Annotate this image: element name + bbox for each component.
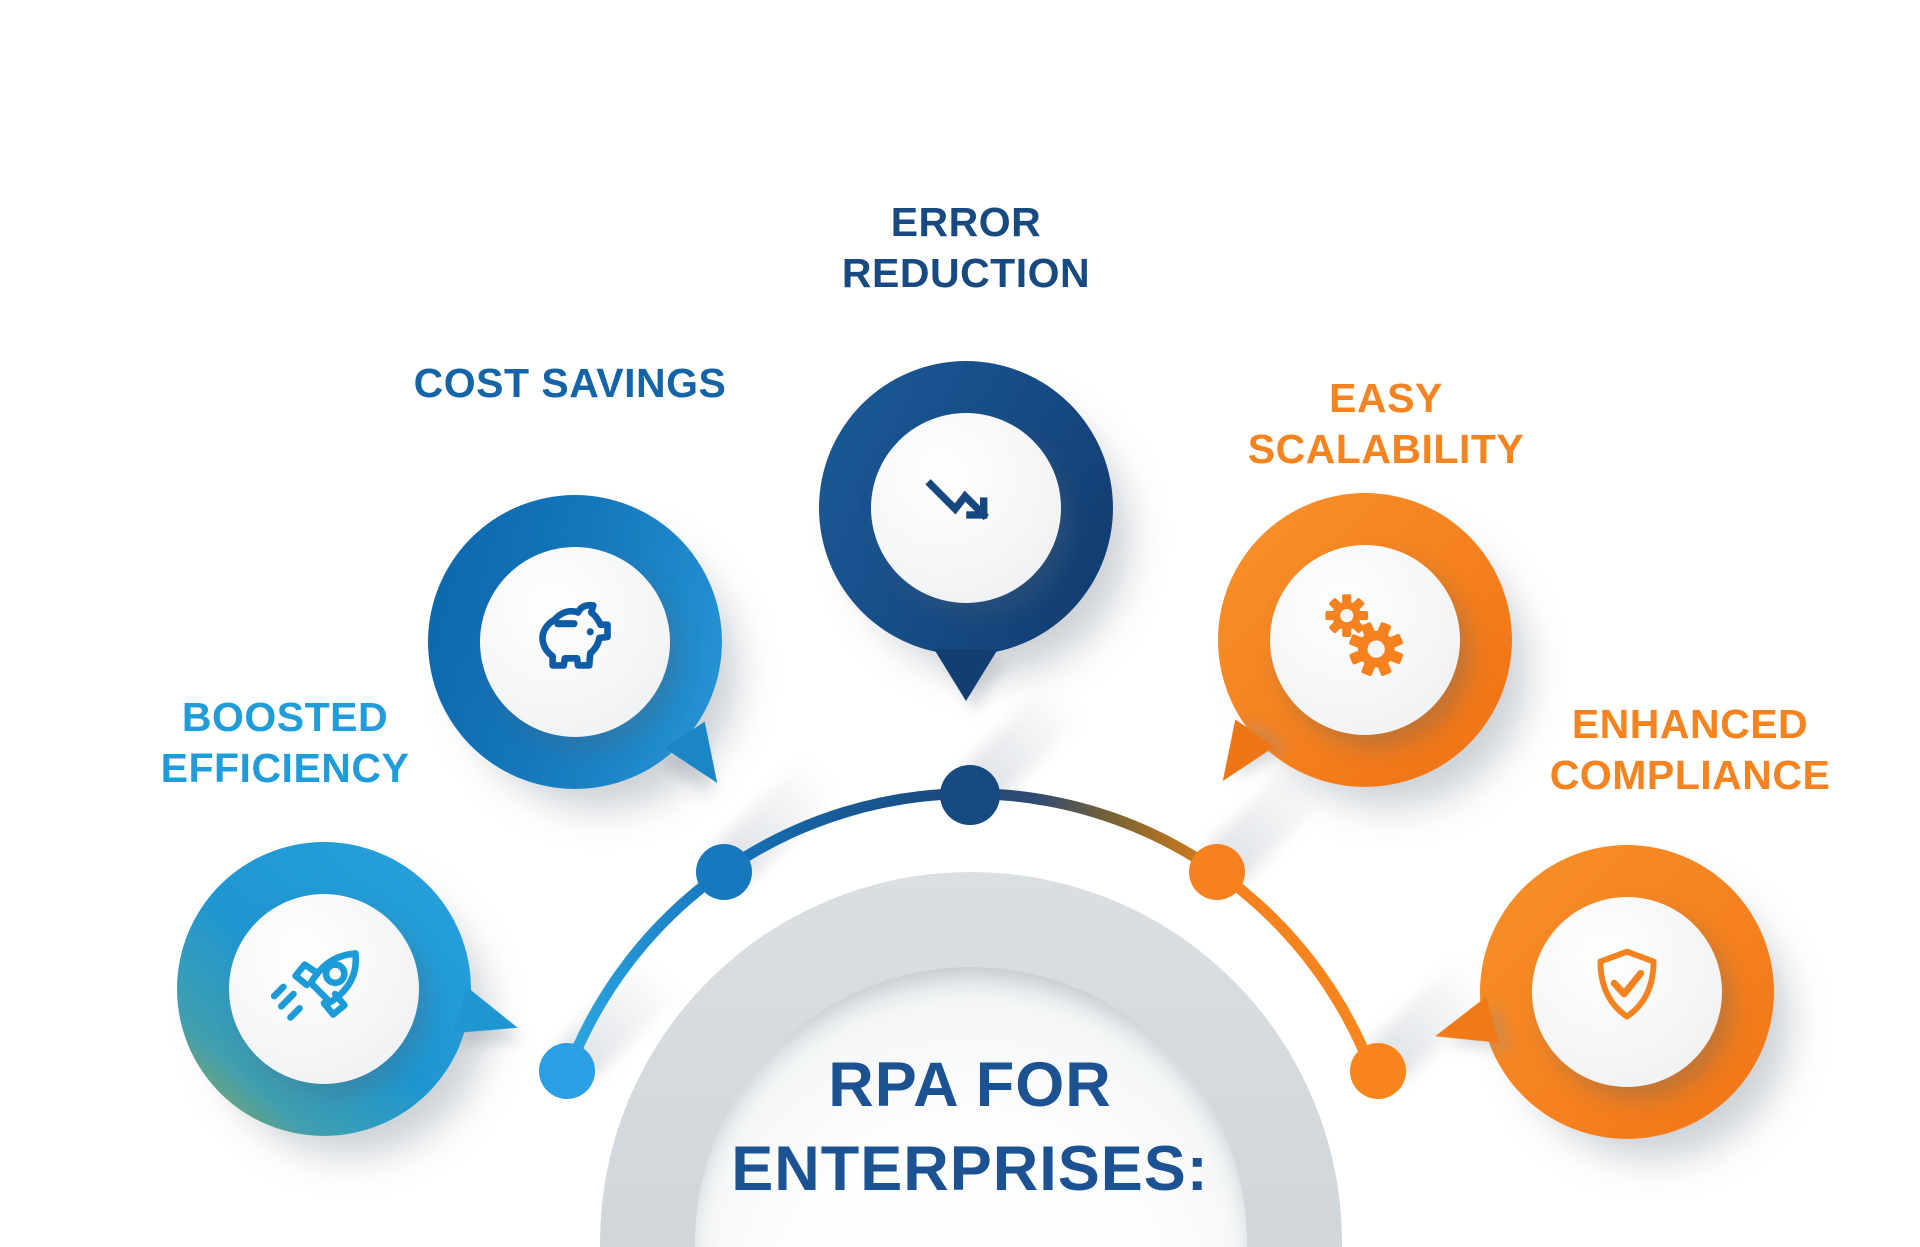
arc-dot-2 (696, 844, 752, 900)
bubble-inner-circle (871, 413, 1061, 603)
rocket-icon (270, 950, 360, 1021)
trend-down-arrow-icon (925, 479, 989, 521)
page-title: RPA FOR ENTERPRISES: (731, 1050, 1209, 1204)
bubble-enhanced-compliance (1428, 845, 1774, 1139)
bubble-inner-circle (1532, 897, 1722, 1087)
arc-dot-5 (1350, 1043, 1406, 1099)
arc-dot-4 (1189, 844, 1245, 900)
label-error-reduction: ERROR REDUCTION (841, 199, 1091, 296)
label-easy-scalability: EASY SCALABILITY (1247, 375, 1525, 472)
label-cost-savings: COST SAVINGS (413, 360, 727, 406)
bubble-error-reduction (819, 361, 1113, 701)
label-boosted-efficiency: BOOSTED EFFICIENCY (160, 694, 410, 791)
bubble-inner-circle (480, 547, 670, 737)
label-enhanced-compliance: ENHANCED COMPLIANCE (1549, 701, 1831, 798)
bubble-boosted-efficiency (177, 842, 525, 1136)
gears-icon (1325, 594, 1404, 677)
shield-check-icon (1597, 948, 1657, 1020)
bubble-cost-savings (428, 495, 738, 797)
bubble-inner-circle (229, 894, 419, 1084)
arc-dot-1 (539, 1043, 595, 1099)
arc-dot-3 (940, 765, 1000, 825)
bubble-tail (934, 649, 998, 701)
piggy-bank-icon (539, 601, 611, 669)
bubble-easy-scalability (1202, 493, 1512, 795)
bubble-inner-circle (1270, 545, 1460, 735)
